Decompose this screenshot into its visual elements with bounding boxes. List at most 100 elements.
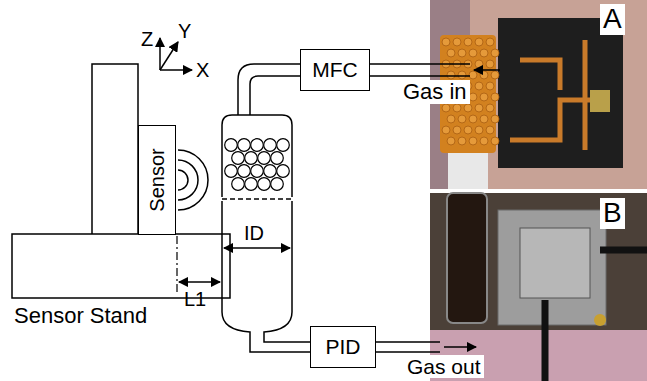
board-traces	[510, 40, 600, 150]
instrument-box: MFC	[300, 49, 370, 91]
jar-bead	[469, 115, 477, 123]
outlet-pipe	[250, 340, 310, 352]
jar-bead	[486, 104, 494, 112]
jar-bead	[486, 82, 494, 90]
z-axis	[159, 38, 161, 70]
sensor-mount	[520, 228, 590, 298]
tube-lower	[222, 201, 292, 340]
jar-bead	[447, 71, 455, 79]
jar-bead	[486, 38, 494, 46]
jar-bead	[475, 126, 483, 134]
jar-bead	[491, 71, 499, 79]
jar-bead	[464, 104, 472, 112]
jar-bead	[453, 126, 461, 134]
cables	[545, 250, 647, 381]
jar-bead	[480, 93, 488, 101]
bead	[238, 139, 251, 152]
jar-bead	[475, 104, 483, 112]
jar-bead	[486, 126, 494, 134]
jar-bead	[480, 71, 488, 79]
stand-post	[92, 64, 138, 236]
bead	[225, 139, 238, 152]
panel-letter: A	[600, 4, 625, 35]
jar-bead	[491, 115, 499, 123]
bead	[271, 152, 284, 165]
panel-letter: B	[600, 198, 625, 229]
jar-bead	[458, 115, 466, 123]
flow-arrow	[444, 346, 476, 348]
axis-label: Y	[178, 20, 191, 42]
gas-out-pipe	[376, 342, 440, 352]
bead	[245, 152, 258, 165]
jar-bead	[475, 60, 483, 68]
bead	[258, 152, 271, 165]
jar-bead	[491, 49, 499, 57]
dimension-arrow	[179, 281, 220, 283]
bead	[264, 139, 277, 152]
dimension-label: L1	[184, 288, 206, 310]
sensor-board	[498, 18, 623, 168]
jar-bead	[491, 137, 499, 145]
jar-bead	[453, 104, 461, 112]
glass-tube	[447, 193, 487, 323]
jar-bead	[480, 49, 488, 57]
flow-label: Gas in	[400, 80, 470, 104]
connector	[594, 314, 606, 326]
jar-bead	[447, 137, 455, 145]
jar-bead	[464, 38, 472, 46]
jar-bead	[469, 137, 477, 145]
bead	[232, 152, 245, 165]
frit	[222, 198, 292, 200]
bead	[258, 178, 271, 191]
inlet-pipe	[238, 64, 300, 115]
axis-label: X	[196, 59, 209, 81]
jar-bead	[442, 104, 450, 112]
bead	[251, 139, 264, 152]
jar-bead	[447, 49, 455, 57]
part-label: Sensor Stand	[14, 304, 147, 328]
bead	[277, 165, 290, 178]
bead	[232, 178, 245, 191]
instrument-box: PID	[310, 326, 376, 368]
jar-stand	[448, 153, 488, 189]
x-axis	[160, 69, 192, 71]
flow-arrow	[474, 69, 500, 71]
box-label: Sensor	[146, 148, 168, 211]
jar-bead	[475, 38, 483, 46]
jar-bead	[480, 115, 488, 123]
jar-bead	[469, 71, 477, 79]
jar-bead	[464, 126, 472, 134]
axes	[160, 38, 192, 70]
box-label: MFC	[312, 58, 358, 81]
wave-arcs	[178, 150, 208, 210]
bead	[225, 165, 238, 178]
dimension-arrow	[224, 247, 290, 249]
photo-ground	[430, 193, 647, 381]
axis-label: Z	[141, 28, 153, 50]
bead	[251, 165, 264, 178]
flow-label: Gas out	[404, 355, 484, 378]
bead	[245, 178, 258, 191]
y-axis	[160, 42, 178, 70]
metal-plate	[498, 210, 606, 325]
jar-bead	[442, 38, 450, 46]
jar-bead	[480, 137, 488, 145]
photo-b	[430, 193, 647, 381]
sensor-box: Sensor	[138, 125, 176, 235]
jar-bead	[458, 71, 466, 79]
connector	[590, 90, 610, 112]
tube-upper	[222, 115, 292, 197]
gas-in-pipe	[370, 64, 470, 76]
jar-bead	[469, 93, 477, 101]
bead	[238, 165, 251, 178]
bead	[264, 165, 277, 178]
jar-bead	[458, 137, 466, 145]
jar-bead	[486, 60, 494, 68]
dimension-label: ID	[244, 222, 264, 244]
bead	[277, 139, 290, 152]
jar-bead	[469, 49, 477, 57]
bead	[271, 178, 284, 191]
jar-bead	[442, 126, 450, 134]
jar-bead	[491, 93, 499, 101]
